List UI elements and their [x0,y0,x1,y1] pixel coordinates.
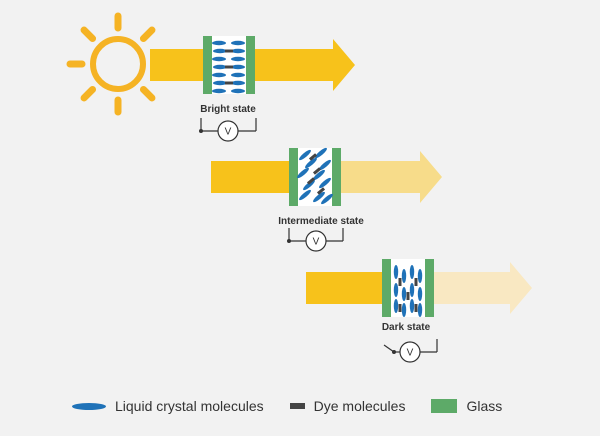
sun-ray [80,26,97,43]
liquid-crystal-molecule [409,265,415,279]
voltmeter-label: V [407,348,414,359]
state-label-intermediate: Intermediate state [278,216,364,227]
dye-molecule [414,278,418,286]
dye-molecule [308,153,318,161]
switch-icon [383,344,396,354]
glass-pane-left [203,36,212,94]
liquid-crystal-molecule [297,167,309,179]
sun-disc [90,36,146,92]
liquid-crystal-molecule [231,88,245,94]
switch-contact [199,129,203,133]
liquid-crystal-molecule [303,179,315,191]
voltmeter-label: V [225,127,232,138]
dye-molecule [225,49,233,53]
dye-molecule [414,304,418,312]
liquid-crystal-molecule [213,80,227,86]
liquid-crystal-molecule [417,287,423,301]
liquid-crystal-molecule [417,303,423,317]
liquid-crystal-molecule [231,72,245,78]
voltmeter-icon: V [305,230,327,252]
legend: Liquid crystal molecules Dye molecules G… [72,398,528,414]
voltmeter-icon: V [217,120,239,142]
glass-pane-right [425,259,434,317]
circuit-bright: V [199,118,257,142]
legend-item-liquid-crystal: Liquid crystal molecules [72,398,264,414]
glass-cell-intermediate [289,147,341,206]
circuit-dark: V [383,339,438,363]
liquid-crystal-molecule [401,269,407,283]
voltmeter-circle [217,120,239,142]
glass-cell-bright [203,36,255,94]
glass-pane-left [289,148,298,206]
liquid-crystal-molecule [231,64,245,70]
legend-label-liquid-crystal: Liquid crystal molecules [115,398,264,414]
voltmeter-circle [305,230,327,252]
glass-pane-right [332,148,341,206]
legend-label-glass: Glass [466,398,503,414]
liquid-crystal-molecule [212,72,226,78]
sun-ray [80,85,97,102]
glass-swatch-icon [431,399,458,413]
liquid-crystal-molecule [231,40,245,46]
liquid-crystal-molecule [231,80,245,86]
dye-molecule [406,292,410,300]
liquid-crystal-molecule [212,56,226,62]
liquid-crystal-molecule [313,169,325,181]
glass-pane-left [382,259,391,317]
liquid-crystal-molecule [313,191,325,203]
liquid-crystal-molecule [319,159,331,171]
dye-molecule [225,81,233,85]
liquid-crystal-molecule [213,64,227,70]
switch-contact [287,239,291,243]
beam-outgoing-arrow [340,151,442,203]
state-label-bright: Bright state [200,104,256,115]
dye-molecule [398,304,402,312]
switch-lever [383,344,395,353]
liquid-crystal-molecule [212,40,226,46]
dye-swatch-icon [289,403,305,409]
liquid-crystal-molecule [299,149,311,161]
liquid-crystal-molecule [305,157,317,169]
liquid-crystal-swatch-icon [72,402,106,410]
sun-icon [66,12,170,116]
dye-molecule [225,65,233,69]
liquid-crystal-molecule [213,48,227,54]
glass-cell-dark [382,259,434,317]
liquid-crystal-molecule [315,147,327,159]
liquid-crystal-molecule [401,287,407,301]
dye-molecule [306,177,316,185]
liquid-crystal-molecule [393,265,399,279]
liquid-crystal-molecule [231,48,245,54]
beam-outgoing-arrow [434,262,532,314]
liquid-crystal-molecule [401,303,407,317]
legend-label-dye: Dye molecules [313,398,406,414]
legend-item-glass: Glass [431,398,502,414]
voltmeter-icon: V [399,341,421,363]
circuit-intermediate: V [287,228,344,252]
liquid-crystal-molecule [393,299,399,313]
liquid-crystal-molecule [299,189,311,201]
dye-molecule [398,278,402,286]
liquid-crystal-molecule [212,88,226,94]
liquid-crystal-molecule [321,193,333,205]
liquid-crystal-molecule [409,283,415,297]
dye-molecule [312,167,322,175]
voltmeter-label: V [313,237,320,248]
sun-ray [139,26,156,43]
liquid-crystal-molecule [393,283,399,297]
liquid-crystal-molecule [319,177,331,189]
legend-item-dye: Dye molecules [289,398,406,414]
liquid-crystal-molecule [409,299,415,313]
glass-pane-right [246,36,255,94]
beam-outgoing-arrow [255,39,355,91]
sun-ray [139,85,156,102]
switch-contact [392,350,396,354]
dye-molecule [316,187,326,195]
liquid-crystal-molecule [417,269,423,283]
voltmeter-circle [399,341,421,363]
liquid-crystal-molecule [231,56,245,62]
state-label-dark: Dark state [381,322,431,333]
